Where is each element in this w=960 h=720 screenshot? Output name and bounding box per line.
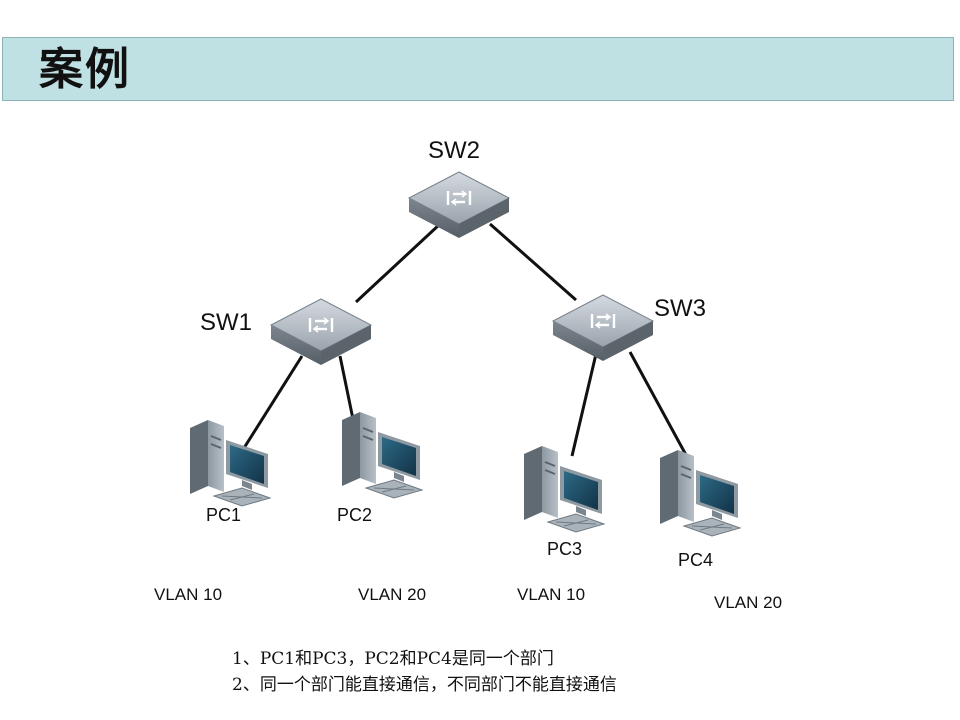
switch-sw1-label: SW1 (200, 309, 253, 336)
switch-sw3-label: SW3 (654, 295, 707, 322)
pc3-vlan-label: VLAN 10 (517, 585, 586, 604)
note-line-1: 1、PC1和PC3，PC2和PC4是同一个部门 (232, 649, 554, 669)
pc2-computer-icon (341, 411, 423, 499)
link-sw2-sw1 (354, 222, 442, 304)
link-sw3-pc3 (570, 353, 598, 457)
link-sw3-pc4 (628, 351, 694, 467)
pc3-label: PC3 (547, 539, 583, 559)
pc2-vlan-label: VLAN 20 (358, 585, 427, 604)
pc2-label: PC2 (337, 505, 373, 525)
page-title: 案例 (39, 44, 131, 95)
pc3-computer-icon (523, 445, 605, 533)
note-line-2: 2、同一个部门能直接通信，不同部门不能直接通信 (232, 675, 617, 695)
link-sw1-pc1 (242, 355, 304, 449)
switch-sw3-icon (551, 293, 655, 363)
pc4-label: PC4 (678, 550, 714, 570)
link-sw2-sw3 (489, 222, 577, 302)
pc1-label: PC1 (206, 505, 242, 525)
link-sw1-pc2 (338, 355, 356, 425)
switch-sw2-label: SW2 (428, 137, 481, 164)
pc4-computer-icon (659, 449, 741, 537)
pc1-computer-icon (189, 419, 271, 507)
title-bar: 案例 (2, 37, 954, 101)
pc1-vlan-label: VLAN 10 (154, 585, 223, 604)
pc4-vlan-label: VLAN 20 (714, 593, 783, 612)
switch-sw1-icon (269, 297, 373, 367)
